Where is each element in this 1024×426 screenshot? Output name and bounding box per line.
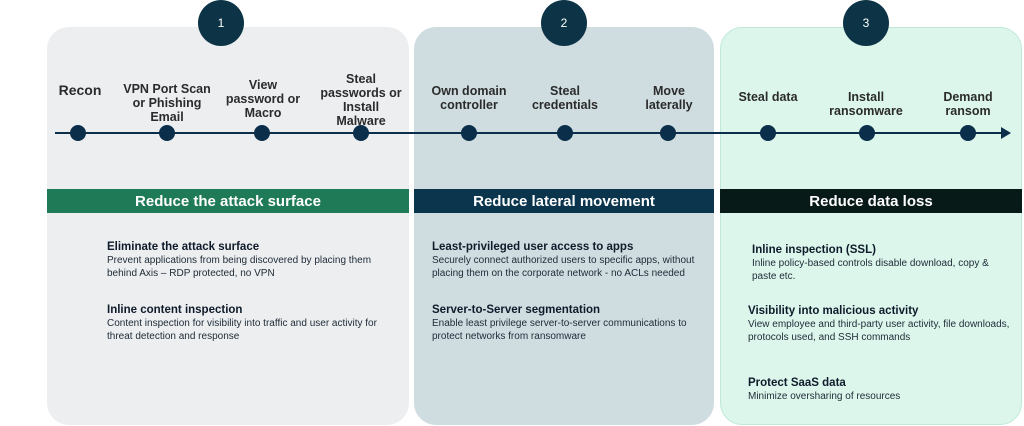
item-description: Prevent applications from being discover… [107, 255, 372, 279]
item-description: Inline policy-based controls disable dow… [752, 258, 989, 282]
phase-3-banner: Reduce data loss [720, 189, 1022, 213]
timeline-dot [70, 125, 86, 141]
item-title: Eliminate the attack surface [107, 241, 260, 253]
timeline-dot [461, 125, 477, 141]
item-title: Visibility into malicious activity [748, 305, 919, 317]
item-description: Content inspection for visibility into t… [107, 318, 377, 342]
phase-2-item: Server-to-Server segmentation Enable lea… [432, 303, 708, 343]
step-own-domain-controller: Own domain controller [431, 84, 507, 112]
item-title: Inline inspection (SSL) [752, 244, 876, 256]
phase-2-item: Least-privileged user access to apps Sec… [432, 240, 708, 280]
step-steal-credentials: Steal credentials [531, 84, 598, 112]
timeline-dot [353, 125, 369, 141]
item-title: Server-to-Server segmentation [432, 304, 601, 316]
timeline-line [55, 132, 1003, 134]
item-description: Enable least privilege server-to-server … [432, 318, 687, 342]
item-title: Protect SaaS data [748, 377, 846, 389]
step-vpn-port-scan: VPN Port Scan or Phishing Email [123, 82, 211, 124]
step-install-ransomware: Install ransomware [829, 90, 903, 118]
phase-2-banner: Reduce lateral movement [414, 189, 714, 213]
timeline-dot [254, 125, 270, 141]
phase-1-panel [47, 27, 409, 425]
timeline-arrow-icon [1001, 127, 1011, 139]
timeline-dot [159, 125, 175, 141]
item-title: Inline content inspection [107, 304, 243, 316]
phase-3-item: Inline inspection (SSL) Inline policy-ba… [752, 243, 1012, 283]
phase-3-panel [720, 27, 1022, 425]
item-description: Securely connect authorized users to spe… [432, 255, 695, 279]
phase-2-number: 2 [541, 0, 587, 46]
step-recon: Recon [58, 82, 102, 98]
step-steal-passwords: Steal passwords or Install Malware [320, 72, 402, 128]
step-view-password: View password or Macro [225, 78, 301, 120]
step-move-laterally: Move laterally [645, 84, 693, 112]
step-steal-data: Steal data [738, 90, 798, 104]
timeline-dot [960, 125, 976, 141]
phase-3-item: Visibility into malicious activity View … [748, 304, 1010, 344]
phase-1-banner: Reduce the attack surface [47, 189, 409, 213]
step-demand-ransom: Demand ransom [943, 90, 993, 118]
timeline-dot [760, 125, 776, 141]
phase-1-item: Inline content inspection Content inspec… [107, 303, 377, 343]
timeline-dot [859, 125, 875, 141]
item-description: Minimize oversharing of resources [748, 391, 901, 402]
timeline-dot [660, 125, 676, 141]
phase-1-number: 1 [198, 0, 244, 46]
phase-2-panel [414, 27, 714, 425]
item-description: View employee and third-party user activ… [748, 319, 1010, 343]
phase-3-number: 3 [843, 0, 889, 46]
timeline-dot [557, 125, 573, 141]
item-title: Least-privileged user access to apps [432, 241, 634, 253]
phase-3-item: Protect SaaS data Minimize oversharing o… [748, 376, 1010, 404]
phase-1-item: Eliminate the attack surface Prevent app… [107, 240, 377, 280]
